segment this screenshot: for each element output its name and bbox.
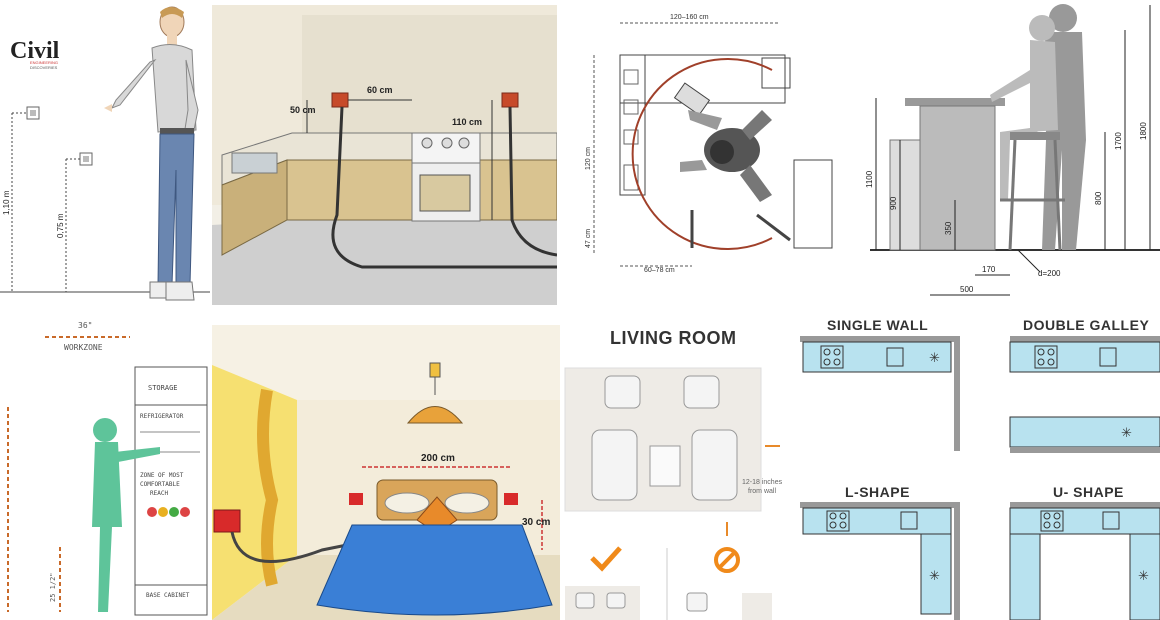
u-shape-layout: ✳ <box>1009 502 1160 620</box>
standing-man-illustration <box>104 6 199 301</box>
socket-left <box>331 92 349 108</box>
armchair-2 <box>683 375 720 409</box>
workzone-width-label: 36" <box>78 321 92 330</box>
l-shape-title: L-SHAPE <box>845 484 910 500</box>
armchair-1 <box>604 375 641 409</box>
socket-spacing-label: 200 cm <box>421 453 455 464</box>
coffee-table <box>649 445 681 487</box>
double-galley-title: DOUBLE GALLEY <box>1023 317 1150 333</box>
lower-height-label: 0,75 m <box>56 213 65 238</box>
kitchen-layouts-panel: SINGLE WALL DOUBLE GALLEY L-SHAPE U- SHA… <box>795 312 1160 620</box>
seated-person-top-view <box>680 110 772 202</box>
upper-height-label: 1,10 m <box>2 190 11 215</box>
dim-1100: 1100 <box>865 170 874 188</box>
single-wall-title: SINGLE WALL <box>827 317 929 333</box>
side-cabinet <box>793 159 833 249</box>
desk-side <box>619 54 646 196</box>
cabinet-height-label: 25 1/2" <box>49 572 57 602</box>
dim-350: 350 <box>944 221 953 235</box>
l-shape-snowflake-icon: ✳ <box>929 568 940 583</box>
prohibited-icon <box>714 547 740 573</box>
workzone-label: WORKZONE <box>64 343 103 352</box>
green-person-figure <box>92 418 160 612</box>
dim-1800: 1800 <box>1139 122 1148 140</box>
bar-counter <box>919 105 996 251</box>
socket-dim-110: 110 cm <box>452 117 482 127</box>
desk-plan-panel: 120–160 cm 120 cm 47 cm 60–78 cm <box>572 0 834 290</box>
sink <box>231 152 278 174</box>
base-cabinet-label: BASE CABINET <box>146 592 190 599</box>
u-shape-snowflake-icon: ✳ <box>1138 568 1149 583</box>
socket-height-label: 30 cm <box>522 517 550 528</box>
bed-blanket <box>316 524 553 616</box>
seated-silhouette <box>990 15 1058 200</box>
bedside-socket-left <box>349 493 363 505</box>
dim-d200: d=200 <box>1038 269 1061 278</box>
keyboard <box>673 82 711 116</box>
bedroom-panel: 200 cm 30 cm <box>212 325 560 620</box>
comfort-label-3: REACH <box>150 490 168 497</box>
desk-side-label: 47 cm <box>585 229 592 248</box>
logo-subtitle: ENGINEERING <box>30 60 58 65</box>
galley-snowflake-icon: ✳ <box>1121 425 1132 440</box>
logo-text: Civil <box>10 38 60 64</box>
comfort-label-1: ZONE OF MOST <box>140 472 184 479</box>
socket-right <box>501 92 519 108</box>
socket-dim-60: 60 cm <box>367 85 393 95</box>
kitchen-sockets-panel: 50 cm 60 cm 110 cm <box>212 5 557 305</box>
sofa-right <box>691 429 738 501</box>
living-room-panel: LIVING ROOM 12-18 inches from wall <box>562 318 784 620</box>
dim-1700: 1700 <box>1114 132 1123 150</box>
workzone-sketch-panel: 36" WORKZONE STORAGE REFRIGERATOR ZONE O… <box>0 312 212 620</box>
double-galley-layout: ✳ <box>1009 336 1160 453</box>
logo-subtitle-2: DISCOVERIES <box>30 65 58 70</box>
check-icon <box>590 546 622 572</box>
reach-arc <box>631 58 773 250</box>
dim-500: 500 <box>960 285 974 294</box>
single-wall-layout: ✳ <box>800 336 960 451</box>
wall-box <box>213 509 241 533</box>
fridge-snowflake-icon: ✳ <box>929 350 940 365</box>
desk-width-label: 120–160 cm <box>670 14 709 21</box>
refrigerator-label: REFRIGERATOR <box>140 413 184 420</box>
dim-800: 800 <box>1094 191 1103 205</box>
storage-label: STORAGE <box>148 384 178 392</box>
dim-170: 170 <box>982 265 996 274</box>
dim-900: 900 <box>889 196 898 210</box>
bedside-socket-right <box>504 493 518 505</box>
l-shape-layout: ✳ <box>800 502 960 620</box>
comfort-label-2: COMFORTABLE <box>140 481 180 488</box>
ceiling-lamp <box>406 406 464 424</box>
switch-heights-panel: Civil ENGINEERING DISCOVERIES 1,10 m 0,7… <box>0 0 210 305</box>
wall-distance-note-1: 12-18 inches <box>742 479 783 486</box>
civil-logo: Civil ENGINEERING DISCOVERIES <box>10 38 60 70</box>
living-room-title: LIVING ROOM <box>610 328 737 348</box>
desk-bottom-label: 60–78 cm <box>644 267 675 274</box>
wall-distance-note-2: from wall <box>748 488 776 495</box>
desk-depth-label: 120 cm <box>585 147 592 170</box>
socket-dim-50: 50 cm <box>290 105 316 115</box>
sofa-left <box>591 429 638 501</box>
u-shape-title: U- SHAPE <box>1053 484 1124 500</box>
bar-elevation-panel: 1100 900 350 800 1700 1800 170 500 d=200 <box>850 0 1160 305</box>
